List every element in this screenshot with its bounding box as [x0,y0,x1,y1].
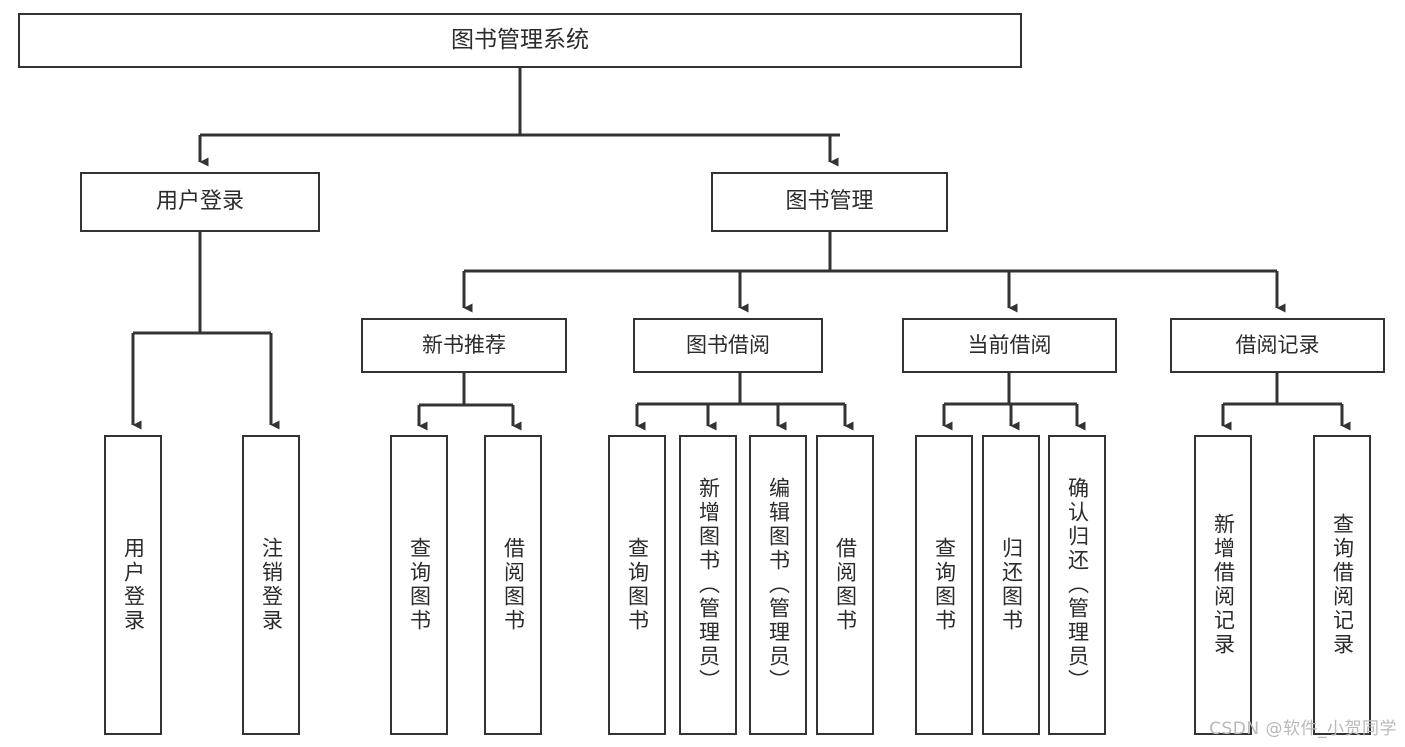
node-user-login[interactable]: 用户登录 [80,172,320,232]
node-leaf-borrow-query-book[interactable]: 查询图书 [608,435,666,735]
node-label-leaf-record-query: 查询借阅记录 [1330,513,1355,657]
node-leaf-borrow-edit-book[interactable]: 编辑图书（管理员） [749,435,807,735]
node-label-leaf-borrow-query-book: 查询图书 [625,537,650,633]
node-leaf-current-confirm-return[interactable]: 确认归还（管理员） [1048,435,1106,735]
node-leaf-current-query-book[interactable]: 查询图书 [915,435,973,735]
node-label-current-borrow: 当前借阅 [967,333,1052,358]
node-label-book-manage: 图书管理 [785,189,874,215]
node-label-leaf-borrow-add-book: 新增图书（管理员） [696,477,721,693]
node-label-leaf-current-return-book: 归还图书 [999,537,1024,633]
node-label-leaf-record-add: 新增借阅记录 [1211,513,1236,657]
node-label-borrow-record: 借阅记录 [1235,333,1320,358]
node-current-borrow[interactable]: 当前借阅 [902,318,1117,373]
node-leaf-borrow-borrow-book[interactable]: 借阅图书 [816,435,874,735]
node-leaf-rec-borrow-book[interactable]: 借阅图书 [484,435,542,735]
node-label-leaf-rec-borrow-book: 借阅图书 [501,537,526,633]
node-label-leaf-rec-query-book: 查询图书 [407,537,432,633]
node-label-leaf-current-confirm-return: 确认归还（管理员） [1065,477,1090,693]
node-label-leaf-borrow-borrow-book: 借阅图书 [833,537,858,633]
node-label-leaf-user-login: 用户登录 [121,537,146,633]
node-leaf-user-logout[interactable]: 注销登录 [242,435,300,735]
node-book-borrow[interactable]: 图书借阅 [633,318,823,373]
node-leaf-rec-query-book[interactable]: 查询图书 [390,435,448,735]
node-label-leaf-current-query-book: 查询图书 [932,537,957,633]
node-book-manage[interactable]: 图书管理 [711,172,948,232]
node-borrow-record[interactable]: 借阅记录 [1170,318,1385,373]
node-root[interactable]: 图书管理系统 [18,13,1022,68]
node-leaf-borrow-add-book[interactable]: 新增图书（管理员） [679,435,737,735]
node-label-leaf-user-logout: 注销登录 [259,537,284,633]
node-label-user-login: 用户登录 [155,189,244,215]
node-label-book-borrow: 图书借阅 [686,333,770,358]
node-label-root: 图书管理系统 [451,26,589,53]
node-leaf-record-query[interactable]: 查询借阅记录 [1313,435,1371,735]
node-new-book-rec[interactable]: 新书推荐 [361,318,567,373]
node-label-leaf-borrow-edit-book: 编辑图书（管理员） [766,477,791,693]
node-leaf-current-return-book[interactable]: 归还图书 [982,435,1040,735]
node-label-new-book-rec: 新书推荐 [422,333,506,358]
node-leaf-record-add[interactable]: 新增借阅记录 [1194,435,1252,735]
node-leaf-user-login[interactable]: 用户登录 [104,435,162,735]
